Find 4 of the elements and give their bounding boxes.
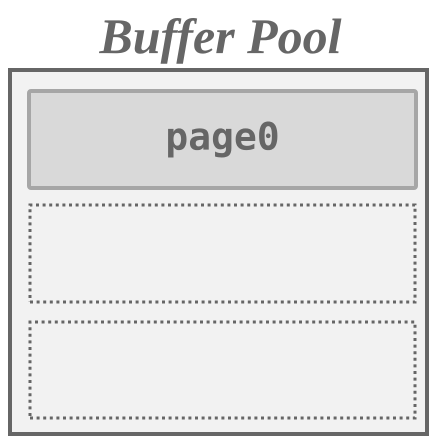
pool-heading: Buffer Pool (98, 18, 342, 64)
page-slot: page0 (27, 89, 418, 190)
empty-slot (28, 204, 416, 304)
empty-slot (28, 320, 416, 420)
